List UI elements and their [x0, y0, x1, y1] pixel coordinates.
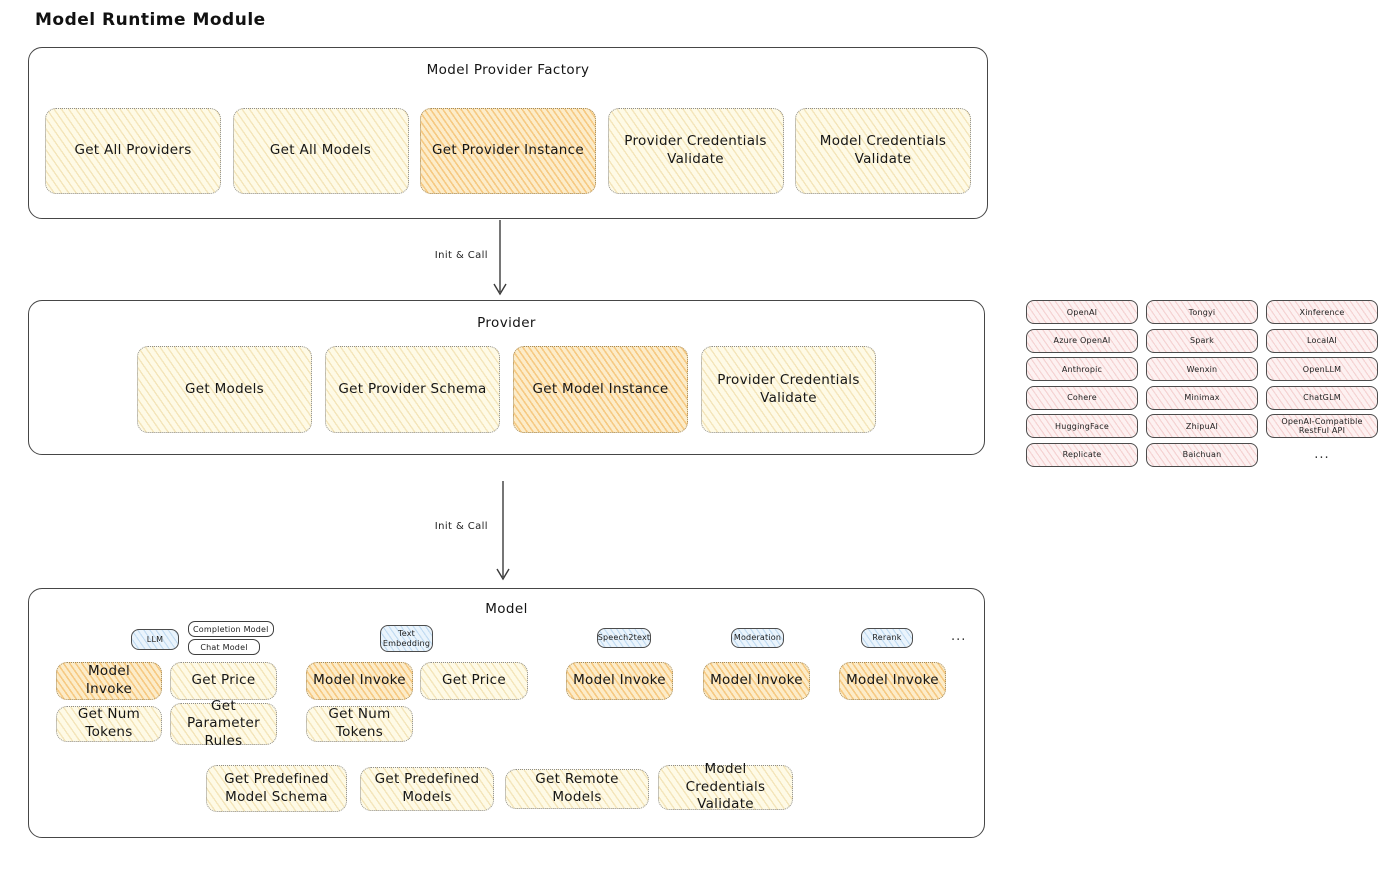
provider-chip-xinference[interactable]: Xinference [1266, 300, 1378, 324]
node-get-models[interactable]: Get Models [137, 346, 312, 433]
node-te-model-invoke[interactable]: Model Invoke [306, 662, 413, 700]
tag-completion-model[interactable]: Completion Model [188, 621, 274, 637]
provider-box-title: Provider [477, 315, 536, 331]
node-get-remote-models[interactable]: Get Remote Models [505, 769, 649, 809]
node-llm-get-parameter-rules[interactable]: Get Parameter Rules [170, 698, 277, 749]
node-get-provider-schema[interactable]: Get Provider Schema [325, 346, 500, 433]
provider-chip-cohere[interactable]: Cohere [1026, 385, 1138, 410]
tag-text-embedding[interactable]: Text Embedding [380, 625, 433, 652]
provider-chip-localai[interactable]: LocalAI [1266, 328, 1378, 353]
arrow-label-init-call-1: Init & Call [434, 250, 488, 261]
tag-speech2text[interactable]: Speech2text [597, 628, 651, 648]
tag-chat-model[interactable]: Chat Model [188, 639, 260, 655]
factory-box-title: Model Provider Factory [426, 62, 590, 78]
model-box[interactable]: Model LLM Completion Model Chat Model Te… [28, 588, 998, 851]
arrow-provider-to-model [492, 481, 514, 583]
provider-chip-tongyi[interactable]: Tongyi [1146, 300, 1258, 324]
provider-chip-wenxin[interactable]: Wenxin [1146, 357, 1258, 381]
node-get-provider-instance[interactable]: Get Provider Instance [420, 108, 596, 194]
tag-moderation[interactable]: Moderation [731, 628, 784, 648]
node-llm-get-price[interactable]: Get Price [170, 662, 277, 700]
node-get-model-instance[interactable]: Get Model Instance [513, 346, 688, 433]
node-llm-model-invoke[interactable]: Model Invoke [56, 662, 162, 700]
provider-chip-openllm[interactable]: OpenLLM [1266, 357, 1378, 381]
provider-chip-baichuan[interactable]: Baichuan [1146, 442, 1258, 467]
provider-box[interactable]: Provider Get Models Get Provider Schema … [28, 300, 998, 468]
provider-chip-openai[interactable]: OpenAI [1026, 300, 1138, 324]
node-get-all-models[interactable]: Get All Models [232, 108, 409, 194]
arrow-label-init-call-2: Init & Call [434, 521, 488, 532]
node-get-all-providers[interactable]: Get All Providers [45, 108, 221, 194]
model-box-title: Model [485, 601, 528, 617]
node-provider-credentials-validate[interactable]: Provider Credentials Validate [607, 108, 784, 194]
node-te-get-price[interactable]: Get Price [420, 662, 528, 700]
arrow-factory-to-provider [489, 220, 511, 298]
factory-button-row: Get All Providers Get All Models Get Pro… [45, 108, 971, 194]
provider-chip-huggingface[interactable]: HuggingFace [1026, 414, 1138, 438]
provider-chip-anthropic[interactable]: Anthropic [1026, 357, 1138, 381]
provider-list-more: ... [1314, 447, 1330, 462]
node-model-credentials-validate[interactable]: Model Credentials Validate [795, 108, 971, 194]
provider-chip-replicate[interactable]: Replicate [1026, 442, 1138, 467]
tag-rerank[interactable]: Rerank [861, 628, 913, 648]
node-model-credentials-validate-2[interactable]: Model Credentials Validate [658, 761, 793, 812]
node-get-predefined-model-schema[interactable]: Get Predefined Model Schema [206, 765, 347, 812]
provider-button-row: Get Models Get Provider Schema Get Model… [29, 346, 984, 433]
factory-box[interactable]: Model Provider Factory Get All Providers… [28, 47, 988, 219]
provider-chip-openai-compatible[interactable]: OpenAI-Compatible RestFul API [1266, 414, 1378, 438]
provider-list: OpenAI Azure OpenAI Anthropic Cohere Hug… [1026, 300, 1378, 467]
tag-llm[interactable]: LLM [131, 629, 179, 650]
node-provider-credentials-validate-2[interactable]: Provider Credentials Validate [701, 346, 876, 433]
node-s2t-model-invoke[interactable]: Model Invoke [566, 662, 673, 700]
provider-chip-minimax[interactable]: Minimax [1146, 385, 1258, 410]
diagram-title: Model Runtime Module [35, 10, 266, 30]
model-types-more: ... [951, 629, 967, 644]
provider-chip-zhipuai[interactable]: ZhipuAI [1146, 414, 1258, 438]
node-moderation-model-invoke[interactable]: Model Invoke [703, 662, 810, 700]
node-get-predefined-models[interactable]: Get Predefined Models [360, 767, 494, 811]
node-llm-get-num-tokens[interactable]: Get Num Tokens [56, 706, 162, 742]
provider-chip-chatglm[interactable]: ChatGLM [1266, 385, 1378, 410]
provider-chip-azure-openai[interactable]: Azure OpenAI [1026, 328, 1138, 353]
node-te-get-num-tokens[interactable]: Get Num Tokens [306, 706, 413, 742]
node-rerank-model-invoke[interactable]: Model Invoke [839, 662, 946, 700]
provider-chip-spark[interactable]: Spark [1146, 328, 1258, 353]
